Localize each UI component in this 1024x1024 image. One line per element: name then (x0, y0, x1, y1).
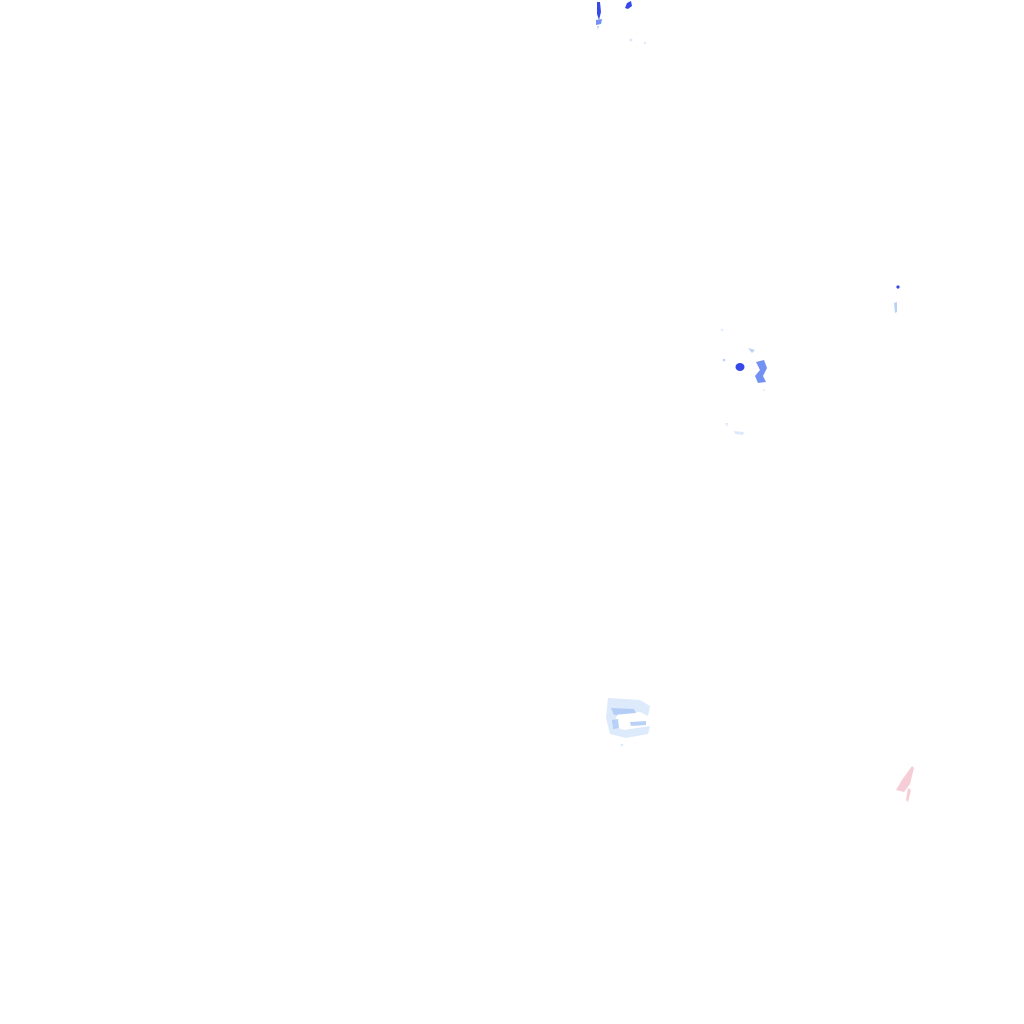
speckle-mark (906, 788, 911, 802)
speckle-mark (629, 38, 633, 42)
speckle-mark (630, 721, 646, 726)
speckle-cluster-top (596, 1, 647, 45)
speckle-mark (611, 708, 636, 715)
speckle-mark (763, 389, 765, 391)
speckle-cluster-right (894, 285, 900, 313)
speckle-cluster-pink (896, 766, 914, 802)
speckle-mark (597, 2, 601, 20)
speckle-mark (596, 19, 602, 25)
speckle-mark (620, 743, 624, 747)
speckle-mark (734, 431, 744, 435)
speckle-cluster-middle (720, 328, 767, 435)
speckle-mark (896, 766, 914, 792)
speckle-mark (643, 41, 647, 45)
speckle-mark (720, 328, 724, 332)
speckle-mark (755, 360, 767, 383)
speckle-mark (735, 363, 745, 371)
speckle-mark (748, 348, 755, 353)
speckle-mark (722, 358, 726, 362)
speckle-mark (606, 698, 650, 738)
speckle-mark (725, 423, 728, 427)
speckle-mark (894, 302, 897, 313)
speckle-mark (597, 26, 599, 30)
speckle-mark (625, 1, 632, 9)
speckle-cluster-lower (606, 698, 650, 747)
speckle-mark (896, 285, 900, 289)
speckle-mark (612, 719, 619, 729)
